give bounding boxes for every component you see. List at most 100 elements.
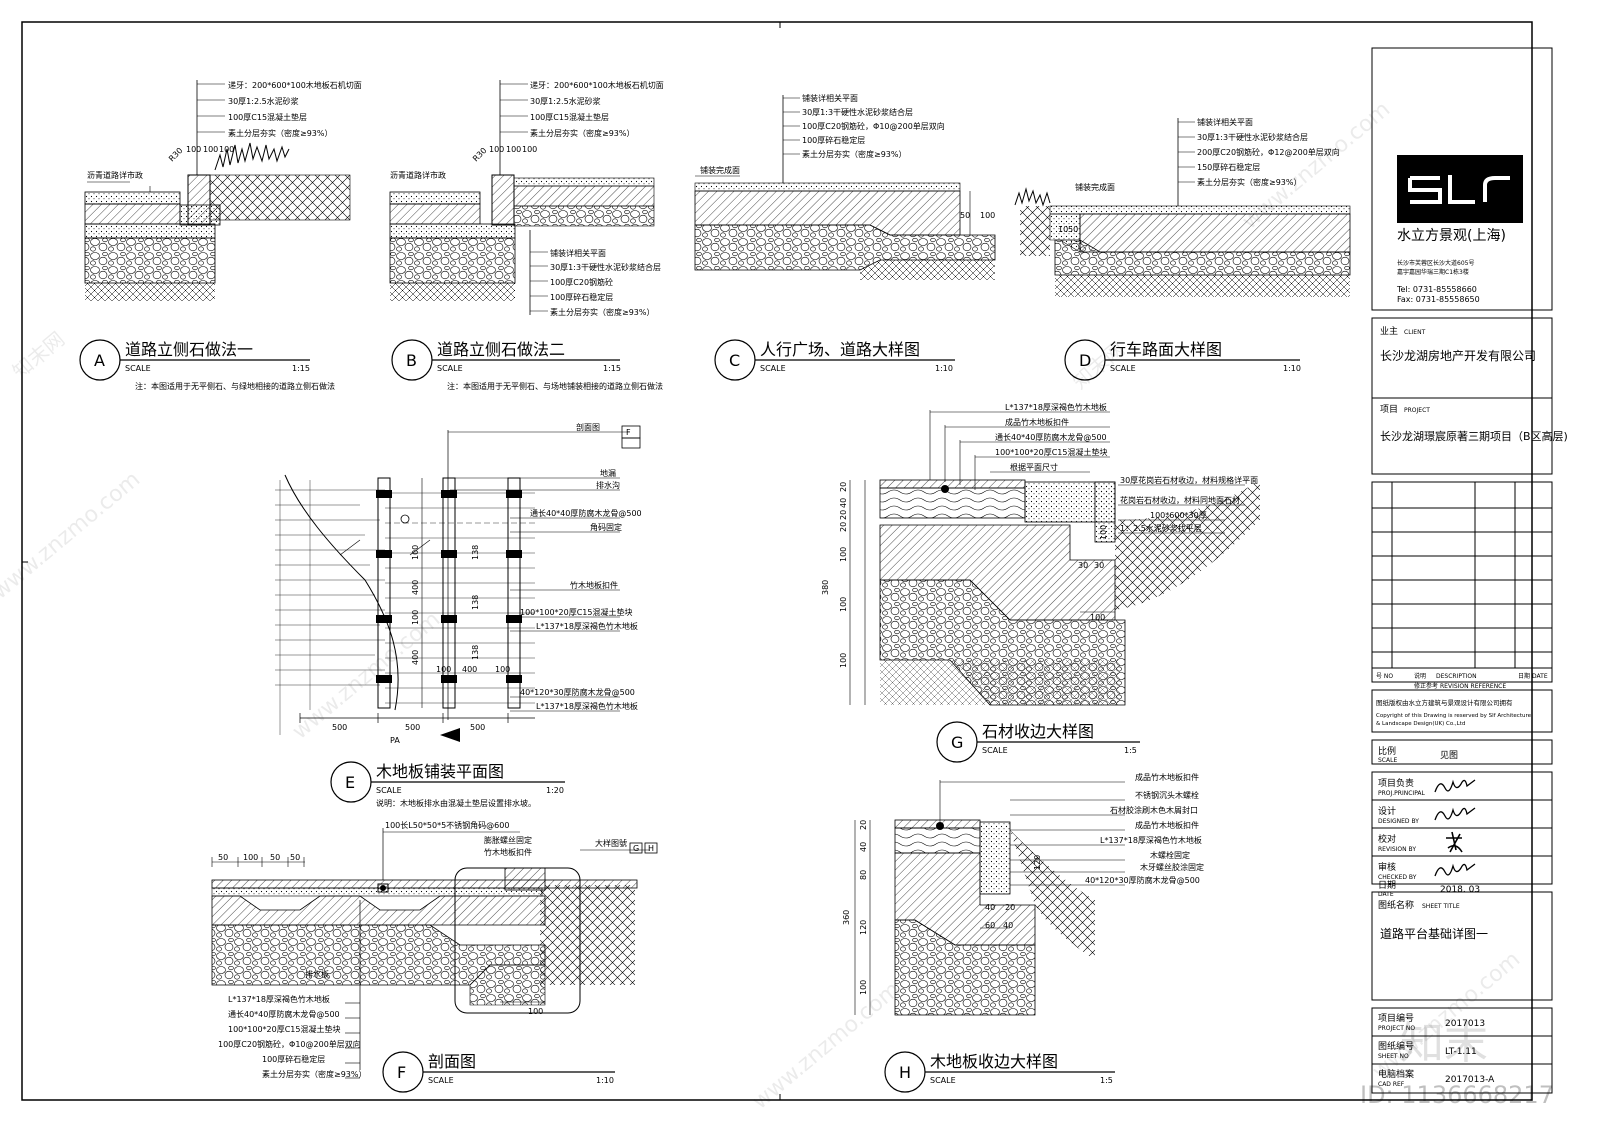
- detail-g-title-block: [936, 721, 1140, 763]
- detail-e-layer-7: L*137*18厚深褐色竹木地板: [536, 621, 638, 631]
- detail-e-drawing: [275, 425, 641, 742]
- principal-signature: [1434, 779, 1476, 793]
- detail-g-layer-9: 1：2.5水泥砂浆找平层: [1120, 523, 1202, 533]
- detail-b-layer2-2: 30厚1:3干硬性水泥砂浆结合层: [550, 262, 661, 272]
- detail-h-layer-5: L*137*18厚深褐色竹木地板: [1100, 835, 1202, 845]
- detail-e-label-section: 剖面图: [576, 422, 600, 432]
- detail-b-dim-3: 100: [522, 145, 537, 154]
- detail-b-title-block: [391, 339, 620, 381]
- detail-f-layer-5: 100厚碎石稳定层: [262, 1054, 325, 1064]
- detail-f-title: 剖面图: [428, 1052, 476, 1071]
- watermark-brand-logo: 知末: [1400, 1018, 1488, 1069]
- detail-g-dim-100-5: 100: [1090, 613, 1105, 622]
- client-name: 长沙龙湖房地产开发有限公司: [1380, 348, 1536, 363]
- detail-h-dim-20b: 20: [1005, 903, 1015, 912]
- detail-g-layer-5: 根据平面尺寸: [1010, 462, 1058, 472]
- detail-b-dim-1: 100: [489, 145, 504, 154]
- cad-ref-label-en: CAD REF: [1378, 1081, 1405, 1088]
- detail-g-title: 石材收边大样图: [982, 722, 1094, 741]
- detail-g-layer-6: 30厚花岗岩石材收边，材料规格详平面: [1120, 475, 1258, 485]
- detail-d-layer-5: 素土分层夯实（密度≥93%）: [1197, 177, 1301, 187]
- detail-b-scale: 1:15: [603, 364, 621, 373]
- detail-e-layer-drain: 地漏: [600, 468, 616, 478]
- principal-label-cn: 项目负责: [1378, 777, 1414, 789]
- revision-label-cn: 校对: [1378, 833, 1396, 845]
- copyright-en-2: & Landscape Design(UK) Co.,Ltd: [1376, 721, 1465, 727]
- detail-c-scale-label: SCALE: [760, 364, 786, 373]
- cad-ref: 2017013-A: [1445, 1075, 1495, 1085]
- detail-h-letter: H: [899, 1063, 911, 1082]
- detail-e-layer-4: 角码固定: [590, 522, 622, 532]
- detail-g-letter: G: [951, 733, 963, 752]
- detail-e-dim-500-2: 500: [405, 723, 420, 732]
- detail-h-layer-1: 成品竹木地板扣件: [1135, 772, 1199, 782]
- detail-f-label-drain: 排水板: [305, 969, 329, 979]
- sheet-border: [21, 21, 1533, 1101]
- detail-e-dim-100-2: 100: [411, 610, 420, 625]
- detail-h-layer-2: 不锈钢沉头木螺栓: [1135, 790, 1199, 800]
- project-no: 2017013: [1445, 1019, 1485, 1029]
- detail-e-dim-400-1: 400: [411, 580, 420, 595]
- detail-g-layer-4: 100*100*20厚C15混凝土垫块: [995, 447, 1107, 457]
- detail-h-layer-7: 木牙螺丝胶涂固定: [1140, 862, 1204, 872]
- copyright-cn: 图纸版权由水立方建筑与景观设计有限公司拥有: [1376, 698, 1513, 707]
- detail-g-dim-380: 380: [821, 580, 830, 595]
- detail-h-dim-20: 20: [859, 820, 868, 830]
- detail-b-layer2-3: 100厚C20钢筋砼: [550, 277, 613, 287]
- sheet-title: 道路平台基础详图一: [1380, 926, 1488, 941]
- detail-g-drawing: [849, 410, 1260, 706]
- detail-d-scale: 1:10: [1283, 364, 1301, 373]
- detail-d-drawing: [1014, 118, 1351, 297]
- watermark-site-2: www.znzmo.com: [288, 607, 445, 745]
- detail-g-dim-30-2: 30: [1094, 561, 1104, 570]
- revision-desc-label: DESCRIPTION: [1436, 673, 1477, 680]
- detail-h-dim-100: 100: [859, 980, 868, 995]
- detail-f-layer-angle: 100长L50*50*5不锈钢角码@600: [385, 820, 509, 830]
- checked-label-cn: 审核: [1378, 861, 1396, 873]
- detail-f-layer-2: 通长40*40厚防腐木龙骨@500: [228, 1009, 340, 1019]
- detail-f-layer-clip: 竹木地板扣件: [484, 847, 532, 857]
- detail-c-dim-100: 100: [980, 211, 995, 220]
- detail-g-layer-8: 100*600*30厚: [1150, 511, 1207, 520]
- detail-a-title-block: [79, 339, 310, 381]
- detail-e-dim-138-1: 138: [471, 545, 480, 560]
- detail-d-dim-50: 50: [1068, 225, 1078, 234]
- detail-b-drawing: [389, 80, 655, 315]
- detail-d-layer-3: 200厚C20钢筋砼，Φ12@200单层双向: [1197, 147, 1340, 157]
- detail-f-letter: F: [397, 1063, 406, 1082]
- detail-d-scale-label: SCALE: [1110, 364, 1136, 373]
- detail-h-dim-80: 80: [859, 870, 868, 880]
- detail-b-label-road: 沥青道路详市政: [390, 170, 446, 180]
- detail-e-layer-6: 100*100*20厚C15混凝土垫块: [520, 607, 632, 617]
- detail-f-drawing: [211, 828, 658, 1079]
- detail-f-title-block: [382, 1051, 615, 1093]
- detail-h-dim-40b: 40: [985, 903, 995, 912]
- detail-e-dim-100-3: 100: [436, 665, 451, 674]
- project-label-en: PROJECT: [1404, 407, 1430, 414]
- detail-a-dim-2: 100: [203, 145, 218, 154]
- company-name: 水立方景观(上海): [1397, 228, 1506, 244]
- detail-e-dim-500-3: 500: [470, 723, 485, 732]
- detail-b-layer-3: 100厚C15混凝土垫层: [530, 112, 609, 122]
- detail-e-title: 木地板铺装平面图: [376, 762, 504, 781]
- detail-a-scale: 1:15: [292, 364, 310, 373]
- client-label: 业主: [1380, 325, 1398, 337]
- detail-c-layer-1: 铺装详相关平面: [802, 93, 858, 103]
- detail-e-dim-100-4: 100: [495, 665, 510, 674]
- detail-a-layer-4: 素土分层夯实（密度≥93%）: [228, 128, 332, 138]
- detail-c-scale: 1:10: [935, 364, 953, 373]
- detail-g-dim-40: 40: [839, 498, 848, 508]
- detail-e-layer-gutter: 排水沟: [596, 480, 620, 490]
- detail-c-title: 人行广场、道路大样图: [760, 340, 920, 359]
- detail-f-dim-100-2: 100: [528, 1007, 543, 1016]
- detail-g-layer-7: 花岗岩石材收边，材料同地面石材: [1120, 495, 1240, 505]
- designed-label-cn: 设计: [1378, 805, 1396, 817]
- designer-signature: [1434, 807, 1476, 821]
- detail-d-label-finish: 铺装完成面: [1075, 182, 1115, 192]
- revision-date-label: DATE: [1532, 673, 1548, 680]
- detail-a-note: 注：本图适用于无平侧石、与绿地相接的道路立侧石做法: [135, 381, 335, 391]
- detail-a-letter: A: [94, 351, 105, 370]
- watermark-id: ID: 1136668217: [1360, 1081, 1554, 1109]
- detail-b-layer-4: 素土分层夯实（密度≥93%）: [530, 128, 634, 138]
